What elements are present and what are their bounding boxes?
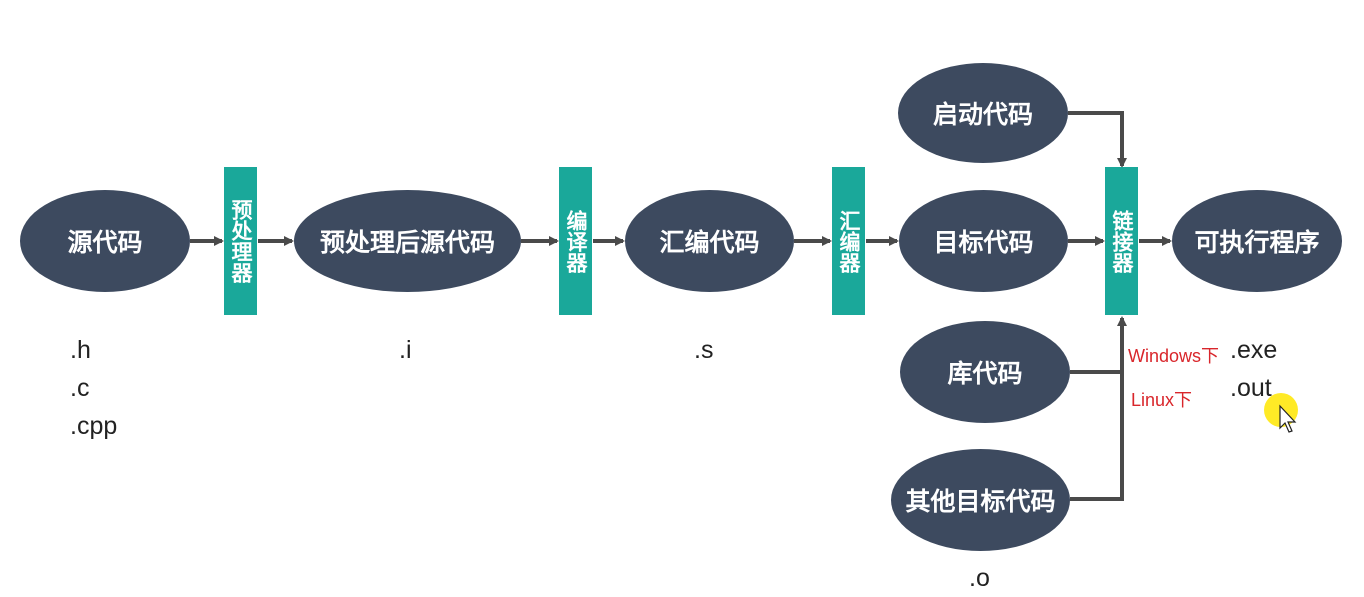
ext-cpp: .cpp	[70, 412, 118, 440]
ext-out: .out	[1230, 374, 1272, 402]
node-label: 可执行程序	[1194, 228, 1320, 257]
node-label: 预处理后源代码	[319, 228, 495, 257]
stage-label: 预处理器	[229, 199, 253, 283]
node-assembly-code: 汇编代码	[625, 190, 794, 292]
node-source-code: 源代码	[20, 190, 190, 292]
arrow-startup-to-linker	[1068, 111, 1127, 168]
stage-label: 链接器	[1110, 209, 1134, 273]
node-label: 启动代码	[932, 100, 1033, 129]
ext-source-list: .h .c .cpp	[70, 331, 117, 445]
stage-preprocessor: 预处理器	[224, 167, 257, 315]
platform-linux-label: Linux下	[1131, 390, 1193, 410]
ext-object: .o	[969, 564, 990, 592]
node-startup-code: 启动代码	[898, 63, 1068, 163]
platform-windows-label: Windows下	[1128, 346, 1220, 366]
node-object-code: 目标代码	[899, 190, 1068, 292]
stage-compiler: 编译器	[559, 167, 592, 315]
cursor-highlight	[1264, 393, 1298, 427]
stage-label: 编译器	[564, 209, 588, 273]
node-label: 源代码	[67, 228, 143, 257]
node-label: 其他目标代码	[905, 487, 1056, 516]
stage-assembler: 汇编器	[832, 167, 865, 315]
ext-c: .c	[70, 374, 90, 402]
stage-label: 汇编器	[837, 209, 861, 273]
node-label: 汇编代码	[659, 228, 760, 257]
stage-linker: 链接器	[1105, 167, 1138, 315]
node-library-code: 库代码	[900, 321, 1070, 423]
node-label: 目标代码	[933, 228, 1034, 257]
node-other-object-code: 其他目标代码	[891, 449, 1070, 551]
node-preprocessed-source: 预处理后源代码	[294, 190, 521, 292]
ext-h: .h	[70, 336, 91, 364]
ext-exe: .exe	[1230, 336, 1278, 364]
node-executable: 可执行程序	[1172, 190, 1342, 292]
ext-assembly: .s	[694, 336, 714, 364]
node-label: 库代码	[947, 359, 1023, 388]
arrow-other-to-linker	[1070, 316, 1127, 501]
ext-preprocessed: .i	[399, 336, 412, 364]
